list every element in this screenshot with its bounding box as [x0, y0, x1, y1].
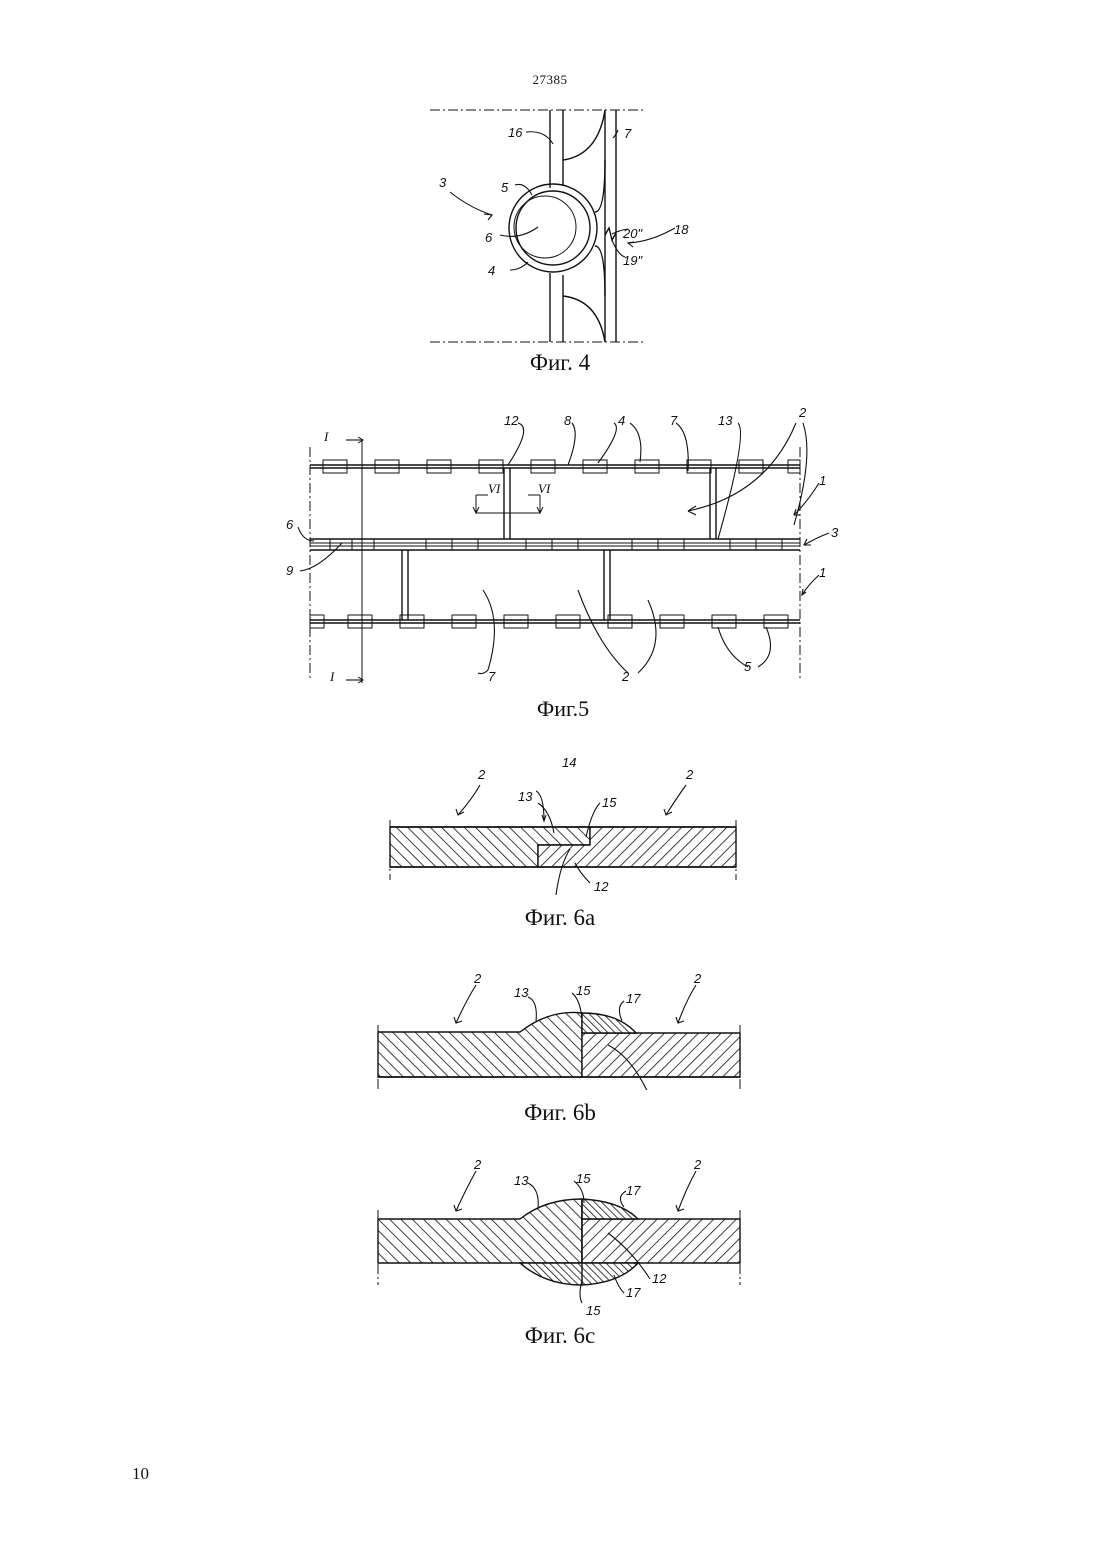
figure-6a-caption: Фиг. 6а	[380, 905, 740, 931]
figure-6c: 2 13 15 17 2 12 17 15 Фиг. 6с	[370, 1155, 750, 1355]
label-13: 13	[514, 1173, 529, 1188]
label-12: 12	[652, 1271, 667, 1286]
label-3: 3	[439, 175, 447, 190]
fig5-bottom-tube-row	[310, 615, 788, 628]
figure-5-caption: Фиг.5	[278, 696, 848, 722]
label-7: 7	[624, 126, 632, 141]
label-6: 6	[485, 230, 493, 245]
label-1-lower: 1	[819, 565, 826, 580]
label-5: 5	[501, 180, 509, 195]
document-number: 27385	[0, 72, 1100, 88]
label-VI-left: VI	[488, 481, 501, 496]
label-I-top: I	[323, 429, 329, 444]
figure-4-drawing: 16 7 3 5 6 20" 18 19" 4	[420, 100, 700, 350]
label-15-bottom: 15	[542, 893, 557, 895]
label-13: 13	[518, 789, 533, 804]
fig5-top-tube-row	[323, 460, 800, 473]
label-4: 4	[618, 413, 625, 428]
label-7-bottom: 7	[488, 669, 496, 684]
figure-6b-caption: Фиг. 6b	[370, 1100, 750, 1126]
label-2-left: 2	[473, 971, 482, 986]
label-17-bottom: 17	[626, 1285, 641, 1300]
label-14: 14	[562, 755, 576, 770]
label-I-bottom: I	[329, 669, 335, 684]
figure-5-drawing: I 12 8 4 7 13 2 VI VI 1 6 3 9 1 I 7 2 5	[278, 405, 848, 690]
figure-6a: 2 14 2 13 15 15 12 Фиг. 6а	[380, 755, 740, 940]
label-2-top: 2	[798, 405, 807, 420]
label-1-upper: 1	[819, 473, 826, 488]
fig5-vertical-fins	[402, 468, 716, 620]
label-15-bottom: 15	[586, 1303, 601, 1318]
label-19-double-prime: 19"	[623, 253, 643, 268]
page-number: 10	[132, 1464, 149, 1484]
figure-6a-drawing: 2 14 2 13 15 15 12	[380, 755, 740, 895]
figure-5: I 12 8 4 7 13 2 VI VI 1 6 3 9 1 I 7 2 5 …	[278, 405, 848, 725]
label-2-left: 2	[473, 1157, 482, 1172]
label-4: 4	[488, 263, 495, 278]
figure-6b: 2 13 15 17 2 12 Фиг. 6b	[370, 965, 750, 1130]
label-15-top: 15	[576, 1171, 591, 1186]
figure-6c-caption: Фиг. 6с	[370, 1323, 750, 1349]
label-2-right: 2	[693, 1157, 702, 1172]
label-13: 13	[718, 413, 733, 428]
label-VI-right: VI	[538, 481, 551, 496]
label-15-top: 15	[602, 795, 617, 810]
label-18: 18	[674, 222, 689, 237]
label-6: 6	[286, 517, 294, 532]
fig5-middle-ticks	[330, 539, 782, 550]
figure-4: 16 7 3 5 6 20" 18 19" 4 Фиг. 4	[420, 100, 700, 385]
label-17-top: 17	[626, 1183, 641, 1198]
label-5: 5	[744, 659, 752, 674]
label-20-double-prime: 20"	[622, 226, 643, 241]
label-2-left: 2	[477, 767, 486, 782]
figure-6b-drawing: 2 13 15 17 2 12	[370, 965, 750, 1090]
label-8: 8	[564, 413, 572, 428]
label-13: 13	[514, 985, 529, 1000]
figure-4-caption: Фиг. 4	[420, 350, 700, 376]
label-2-bottom: 2	[621, 669, 630, 684]
label-9: 9	[286, 563, 293, 578]
label-16: 16	[508, 125, 523, 140]
label-12: 12	[504, 413, 519, 428]
label-2-right: 2	[685, 767, 694, 782]
label-17: 17	[626, 991, 641, 1006]
label-2-right: 2	[693, 971, 702, 986]
label-3: 3	[831, 525, 839, 540]
label-12: 12	[594, 879, 609, 894]
label-7-top: 7	[670, 413, 678, 428]
label-15: 15	[576, 983, 591, 998]
figure-6c-drawing: 2 13 15 17 2 12 17 15	[370, 1155, 750, 1320]
